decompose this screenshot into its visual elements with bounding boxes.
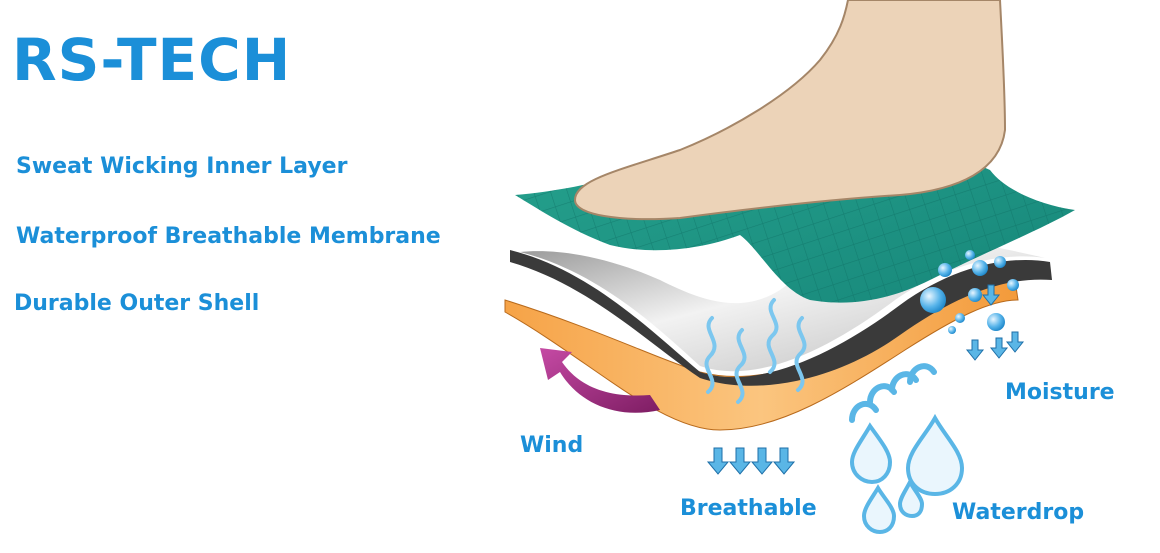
moisture-bubbles-icon: [920, 250, 1019, 334]
foot-illustration: [573, 0, 1007, 221]
waterdrop-icon: [849, 413, 965, 535]
feature-inner-layer: Sweat Wicking Inner Layer: [16, 154, 348, 179]
moisture-arrows-icon: [965, 284, 1025, 361]
brand-title: RS-TECH: [12, 26, 292, 94]
wind-arrow-icon: [540, 348, 660, 413]
wind-curl-icon: [849, 363, 937, 423]
label-waterdrop: Waterdrop: [952, 500, 1085, 525]
breathable-vapor-icon: [704, 298, 807, 404]
feature-membrane: Waterproof Breathable Membrane: [16, 224, 441, 249]
label-breathable: Breathable: [680, 496, 817, 521]
label-moisture: Moisture: [1005, 380, 1115, 405]
feature-outer-shell: Durable Outer Shell: [14, 291, 260, 316]
label-wind: Wind: [520, 433, 584, 458]
breathable-arrows-icon: [706, 447, 796, 475]
